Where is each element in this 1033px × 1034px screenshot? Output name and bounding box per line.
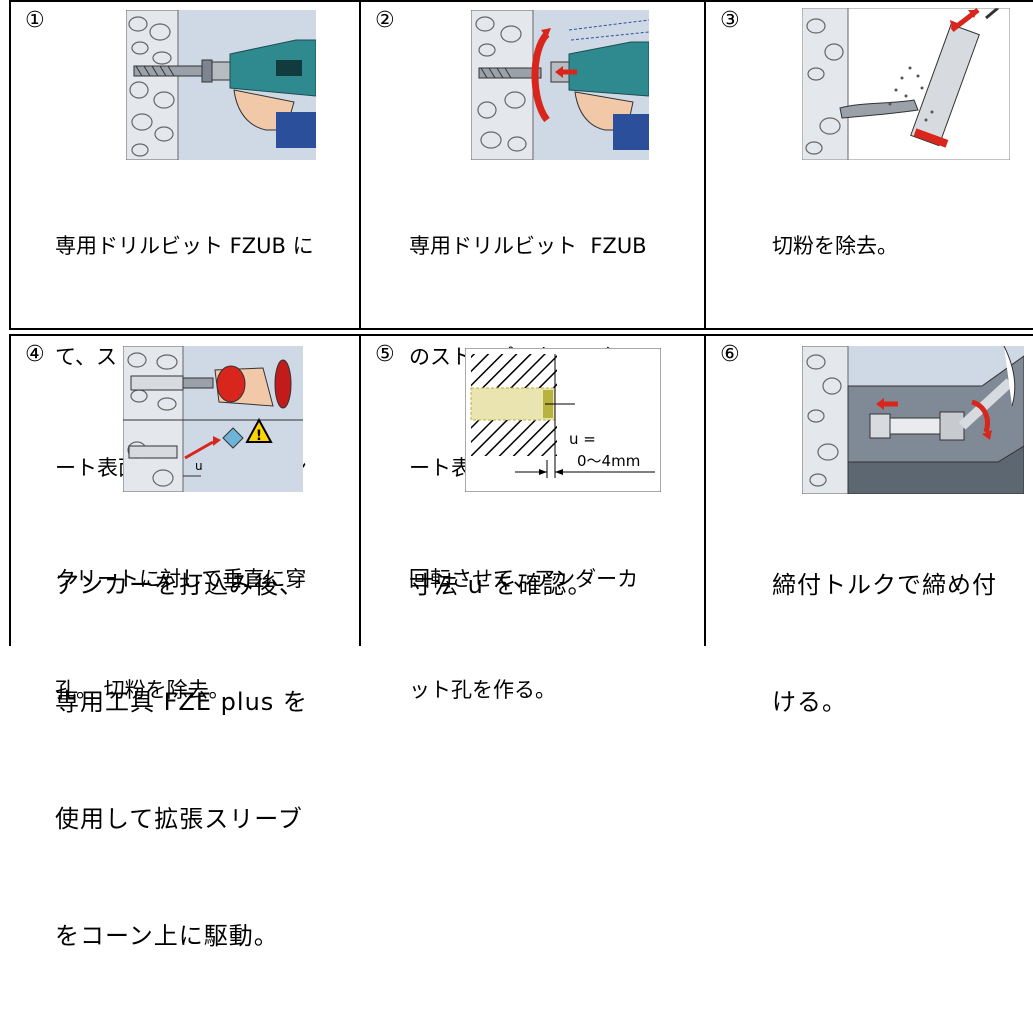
- caption-line: をコーン上に駆動。: [55, 922, 279, 950]
- caption-line: 専用工具 FZE plus を: [55, 688, 308, 716]
- step-caption-3: 切粉を除去。: [772, 154, 898, 339]
- step-caption-5: 寸法 u を確認。: [409, 488, 592, 683]
- step-cell-6: ⑥ 締: [704, 336, 1033, 716]
- caption-line: 寸法 u を確認。: [409, 571, 593, 599]
- torque-tightening-illustration: [802, 346, 1024, 494]
- step-cell-3: ③: [704, 2, 1033, 328]
- fig-label-range: 0～4mm: [577, 452, 640, 470]
- caption-line: クリートに対して垂直に穿: [55, 567, 307, 591]
- caption-line: ける。: [772, 688, 847, 716]
- steps-row-1: ① 専用ドリルビ: [9, 0, 1033, 702]
- steps-row-2: ④ !: [9, 334, 1033, 950]
- step-number-1: ①: [25, 8, 45, 33]
- step-number-5: ⑤: [375, 342, 395, 367]
- step-number-4: ④: [25, 342, 45, 367]
- caption-line: 回転させて、アンダーカ: [409, 567, 639, 591]
- caption-line: 締付トルクで締め付: [772, 571, 997, 599]
- step-caption-4: アンカーを打込み後、 専用工具 FZE plus を 使用して拡張スリーブ をコ…: [55, 488, 308, 1034]
- step-cell-1: ① 専用ドリルビ: [9, 2, 359, 702]
- caption-line: 専用ドリルビット FZUB に: [55, 234, 314, 258]
- step-cell-4: ④ !: [9, 336, 359, 950]
- step-number-2: ②: [375, 8, 395, 33]
- step-caption-6: 締付トルクで締め付 ける。: [772, 488, 997, 800]
- step-cell-2: ②: [359, 2, 704, 702]
- installation-steps-table: ① 専用ドリルビ: [9, 0, 1033, 950]
- step-number-3: ③: [720, 8, 740, 33]
- anchor-setting-illustration: ! u: [123, 346, 303, 492]
- undercut-drilling-illustration: [471, 10, 649, 160]
- dimension-check-illustration: u = 0～4mm: [465, 348, 661, 492]
- svg-text:!: !: [256, 428, 262, 444]
- caption-line: アンカーを打込み後、: [55, 571, 305, 599]
- dust-removal-illustration: [802, 8, 1010, 160]
- step-number-6: ⑥: [720, 342, 740, 367]
- drilling-illustration: [126, 10, 316, 160]
- fig-label-u: u: [195, 459, 203, 473]
- caption-line: 専用ドリルビット FZUB: [409, 234, 647, 258]
- caption-line: 使用して拡張スリーブ: [55, 805, 303, 833]
- fig-label-u-equals: u =: [569, 430, 596, 448]
- caption-line: 切粉を除去。: [772, 234, 898, 258]
- step-cell-5: ⑤ u = 0: [359, 336, 704, 646]
